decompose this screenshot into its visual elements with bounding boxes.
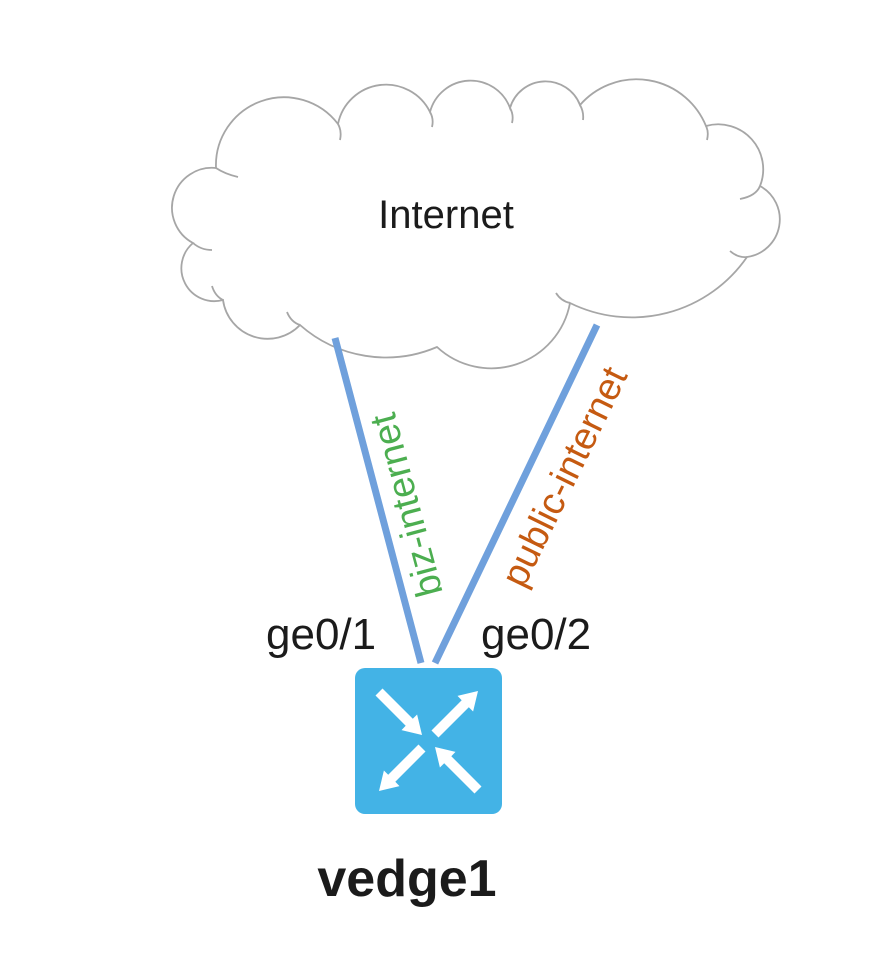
arrow-outward-top-right-icon (431, 691, 478, 738)
arrow-inward-top-left-icon (375, 688, 422, 735)
cloud-outline (171, 78, 781, 370)
router-icon (355, 668, 502, 814)
arrow-inward-bottom-right-icon (435, 747, 482, 794)
link-public-internet (431, 323, 601, 665)
internet-cloud (171, 78, 781, 370)
device-name-label: vedge1 (317, 850, 497, 908)
cloud-label: Internet (378, 193, 514, 237)
arrow-outward-bottom-left-icon (379, 744, 426, 791)
interface-label-ge0-1: ge0/1 (266, 610, 377, 659)
interface-label-ge0-2: ge0/2 (481, 610, 592, 659)
cloud-inner-ticks (192, 104, 761, 326)
router-body (355, 668, 502, 814)
link-biz-internet (331, 337, 425, 664)
router-arrows-icon (375, 688, 482, 794)
